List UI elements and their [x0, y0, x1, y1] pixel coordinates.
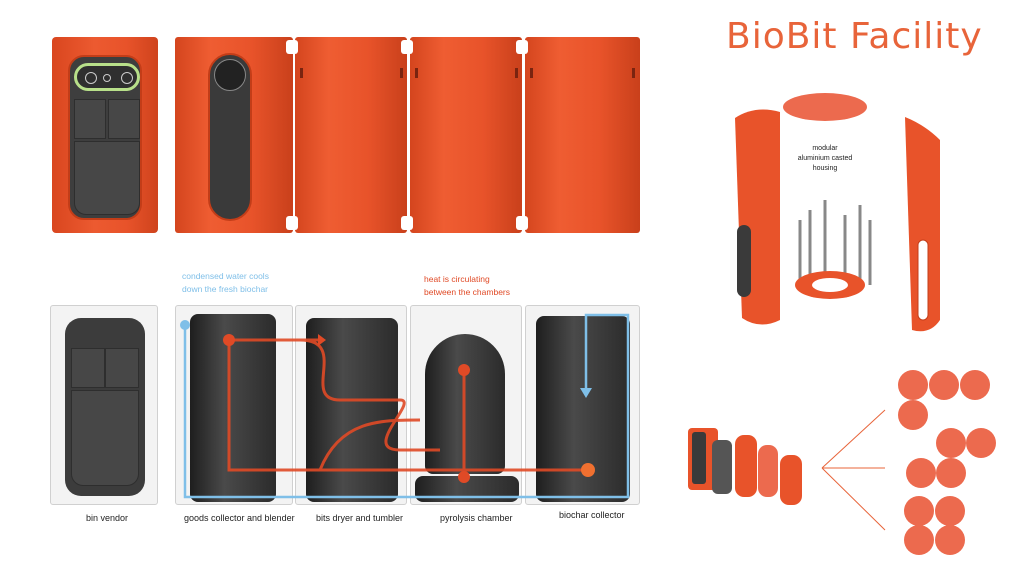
page-title: BioBit Facility — [726, 16, 983, 57]
control-dial-icon — [214, 59, 246, 91]
button-icon — [85, 72, 97, 84]
heat-flow-line — [227, 338, 466, 472]
button-icon — [121, 72, 133, 84]
chamber-label: pyrolysis chamber — [440, 513, 513, 523]
module-dryer-render — [295, 37, 407, 233]
bin-vendor-cutaway — [50, 305, 158, 505]
housing-lid — [783, 93, 867, 121]
module-pyrolysis-render — [410, 37, 522, 233]
bin-vendor-front-render — [52, 37, 158, 233]
heat-flow-line — [318, 418, 585, 472]
chamber-label: bits dryer and tumbler — [316, 513, 404, 523]
water-flow-line — [183, 313, 630, 499]
control-panel — [68, 55, 142, 220]
internal-frame — [798, 200, 872, 290]
sensor-icon — [103, 74, 111, 82]
chamber-label: bin vendor — [86, 513, 129, 523]
module-goods-collector-render — [175, 37, 293, 233]
housing-half-right — [905, 117, 940, 332]
water-arrow-icon — [580, 388, 592, 398]
module-biochar-render — [525, 37, 640, 233]
chamber-label: goods collector and blender — [184, 513, 295, 523]
chamber-label: biochar collector — [559, 510, 625, 520]
status-light-ring — [74, 63, 140, 91]
